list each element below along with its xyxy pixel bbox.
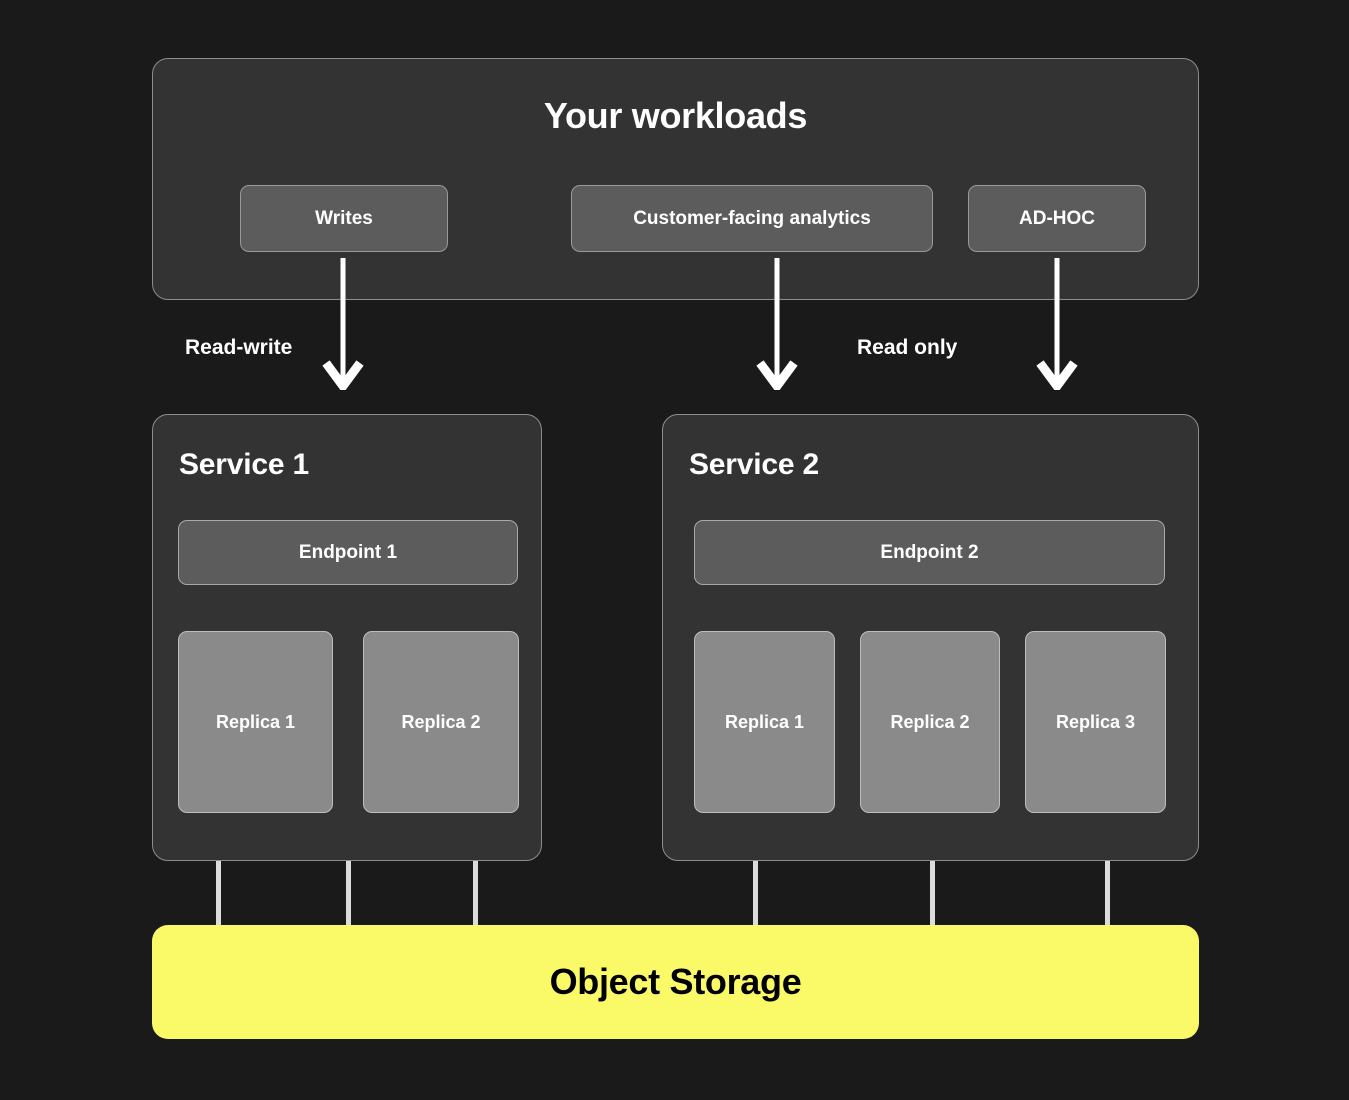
- replica-label-s2-r2: Replica 2: [890, 711, 970, 732]
- connector-line-s1-3: [473, 861, 478, 928]
- replica-label-s1-r2: Replica 2: [401, 711, 481, 732]
- endpoint-label-2: Endpoint 2: [880, 541, 979, 563]
- workload-chip-analytics-label: Customer-facing analytics: [633, 207, 871, 229]
- connector-line-s1-2: [346, 861, 351, 928]
- workload-chip-adhoc-label: AD-HOC: [1019, 207, 1095, 229]
- replica-box-s2-r1[interactable]: Replica 1: [694, 631, 835, 813]
- object-storage-bar[interactable]: Object Storage: [152, 925, 1199, 1039]
- workloads-title: Your workloads: [543, 95, 808, 136]
- connector-line-s2-3: [1105, 861, 1110, 928]
- endpoint-box-1[interactable]: Endpoint 1: [178, 520, 518, 585]
- workload-chip-writes[interactable]: Writes: [240, 185, 448, 252]
- endpoint-box-2[interactable]: Endpoint 2: [694, 520, 1165, 585]
- workload-chip-customer-facing-analytics[interactable]: Customer-facing analytics: [571, 185, 933, 252]
- replica-label-s2-r1: Replica 1: [724, 711, 805, 732]
- object-storage-label: Object Storage: [549, 961, 802, 1002]
- connector-line-s2-2: [930, 861, 935, 928]
- flow-label-read-write: Read-write: [185, 336, 293, 359]
- workload-chip-ad-hoc[interactable]: AD-HOC: [968, 185, 1146, 252]
- replica-box-s2-r3[interactable]: Replica 3: [1025, 631, 1166, 813]
- flow-label-read-only: Read only: [857, 336, 958, 359]
- replica-label-s2-r3: Replica 3: [1055, 711, 1136, 732]
- workloads-panel: Your workloads: [152, 58, 1199, 300]
- connector-line-s2-1: [753, 861, 758, 928]
- workload-chip-writes-label: Writes: [315, 207, 373, 229]
- replica-box-s2-r2[interactable]: Replica 2: [860, 631, 1000, 813]
- service-title-1: Service 1: [179, 448, 309, 481]
- connector-line-s1-1: [216, 861, 221, 928]
- replica-box-s1-r1[interactable]: Replica 1: [178, 631, 333, 813]
- service-title-2: Service 2: [689, 448, 819, 481]
- endpoint-label-1: Endpoint 1: [298, 541, 398, 563]
- replica-box-s1-r2[interactable]: Replica 2: [363, 631, 519, 813]
- replica-label-s1-r1: Replica 1: [215, 711, 296, 732]
